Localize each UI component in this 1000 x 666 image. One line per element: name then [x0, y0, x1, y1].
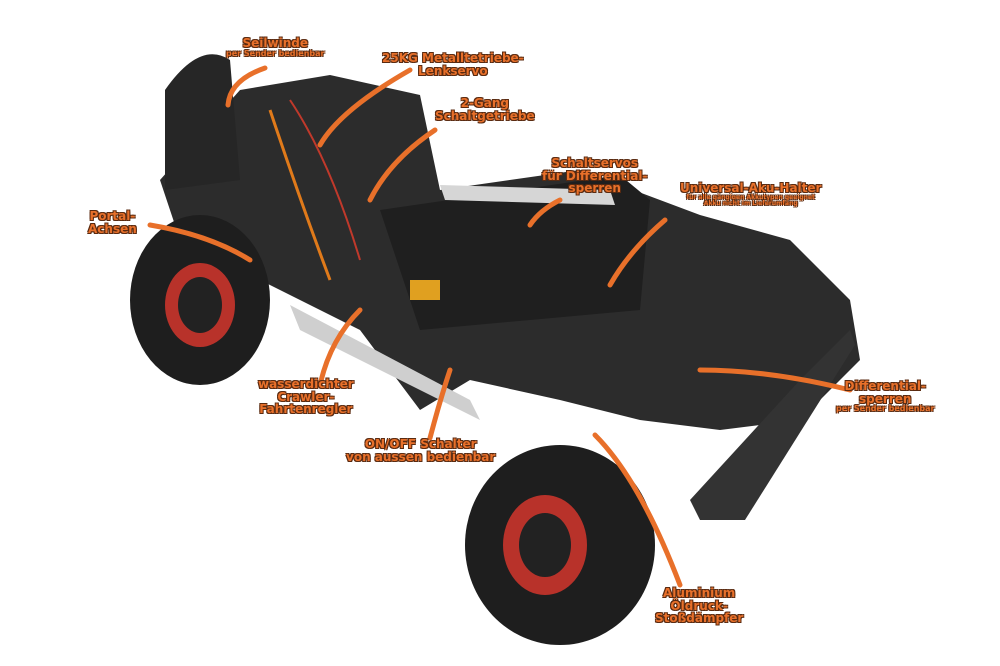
label-diff-locks: Differential- sperren per Sender bedienb… [836, 379, 935, 414]
front-left-wheel [130, 215, 270, 385]
label-gearbox: 2-Gang Schaltgetriebe [435, 96, 535, 123]
label-on-off-switch: ON/OFF Schalter von aussen bedienbar [346, 437, 496, 464]
label-battery-holder: Universal-Aku-Halter für alle gängigen A… [680, 181, 822, 207]
rear-left-wheel [465, 445, 655, 645]
label-diff-servos: Schaltservos für Differential- sperren [542, 156, 648, 196]
label-esc: wasserdichter Crawler- Fahrtenregler [258, 377, 354, 417]
label-winch: Seilwinde per Sender bedienbar [226, 36, 325, 58]
label-shock-absorbers: Aluminium Öldruck- Stoßdämpfer [655, 586, 744, 626]
label-portal-axles: Portal- Achsen [88, 209, 137, 236]
label-steering-servo: 25KG Metalltetriebe- Lenkservo [382, 51, 524, 78]
